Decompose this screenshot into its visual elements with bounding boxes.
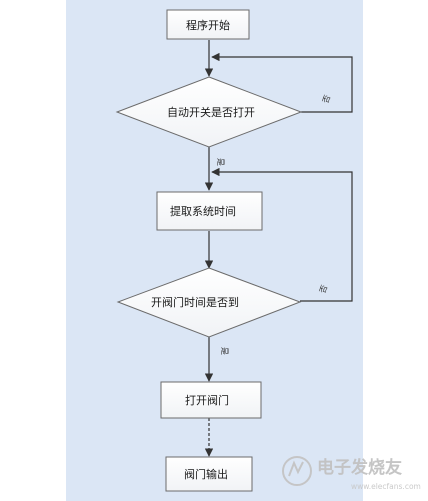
branch-label-switch-yes: 是 — [216, 158, 225, 166]
node-get-time-label: 提取系统时间 — [170, 205, 236, 218]
node-start-box — [166, 9, 250, 40]
node-switch-decision-shape — [115, 76, 303, 148]
edge-switch-no-loop — [211, 52, 353, 113]
node-open-valve-box — [160, 381, 262, 419]
watermark-url: www.elecfans.com — [351, 482, 421, 491]
branch-label-time-no: 否 — [318, 284, 329, 295]
edge-time-no-loop — [211, 167, 353, 302]
node-valve-output-label: 阀门输出 — [184, 467, 228, 481]
node-start-label: 程序开始 — [186, 18, 230, 32]
node-time-decision-label: 开阀门时间是否到 — [151, 295, 239, 309]
node-valve-output-box — [165, 456, 253, 492]
watermark: 电子发烧友 www.elecfans.com — [282, 456, 421, 491]
watermark-logo-icon — [282, 456, 312, 486]
watermark-brand: 电子发烧友 — [317, 457, 402, 478]
branch-label-time-yes: 是 — [220, 347, 229, 355]
node-time-decision-shape — [116, 267, 302, 338]
node-open-valve-label: 打开阀门 — [185, 393, 229, 407]
node-switch-decision-label: 自动开关是否打开 — [167, 105, 255, 119]
branch-label-switch-no: 否 — [321, 94, 332, 105]
node-get-time-box — [156, 191, 263, 231]
